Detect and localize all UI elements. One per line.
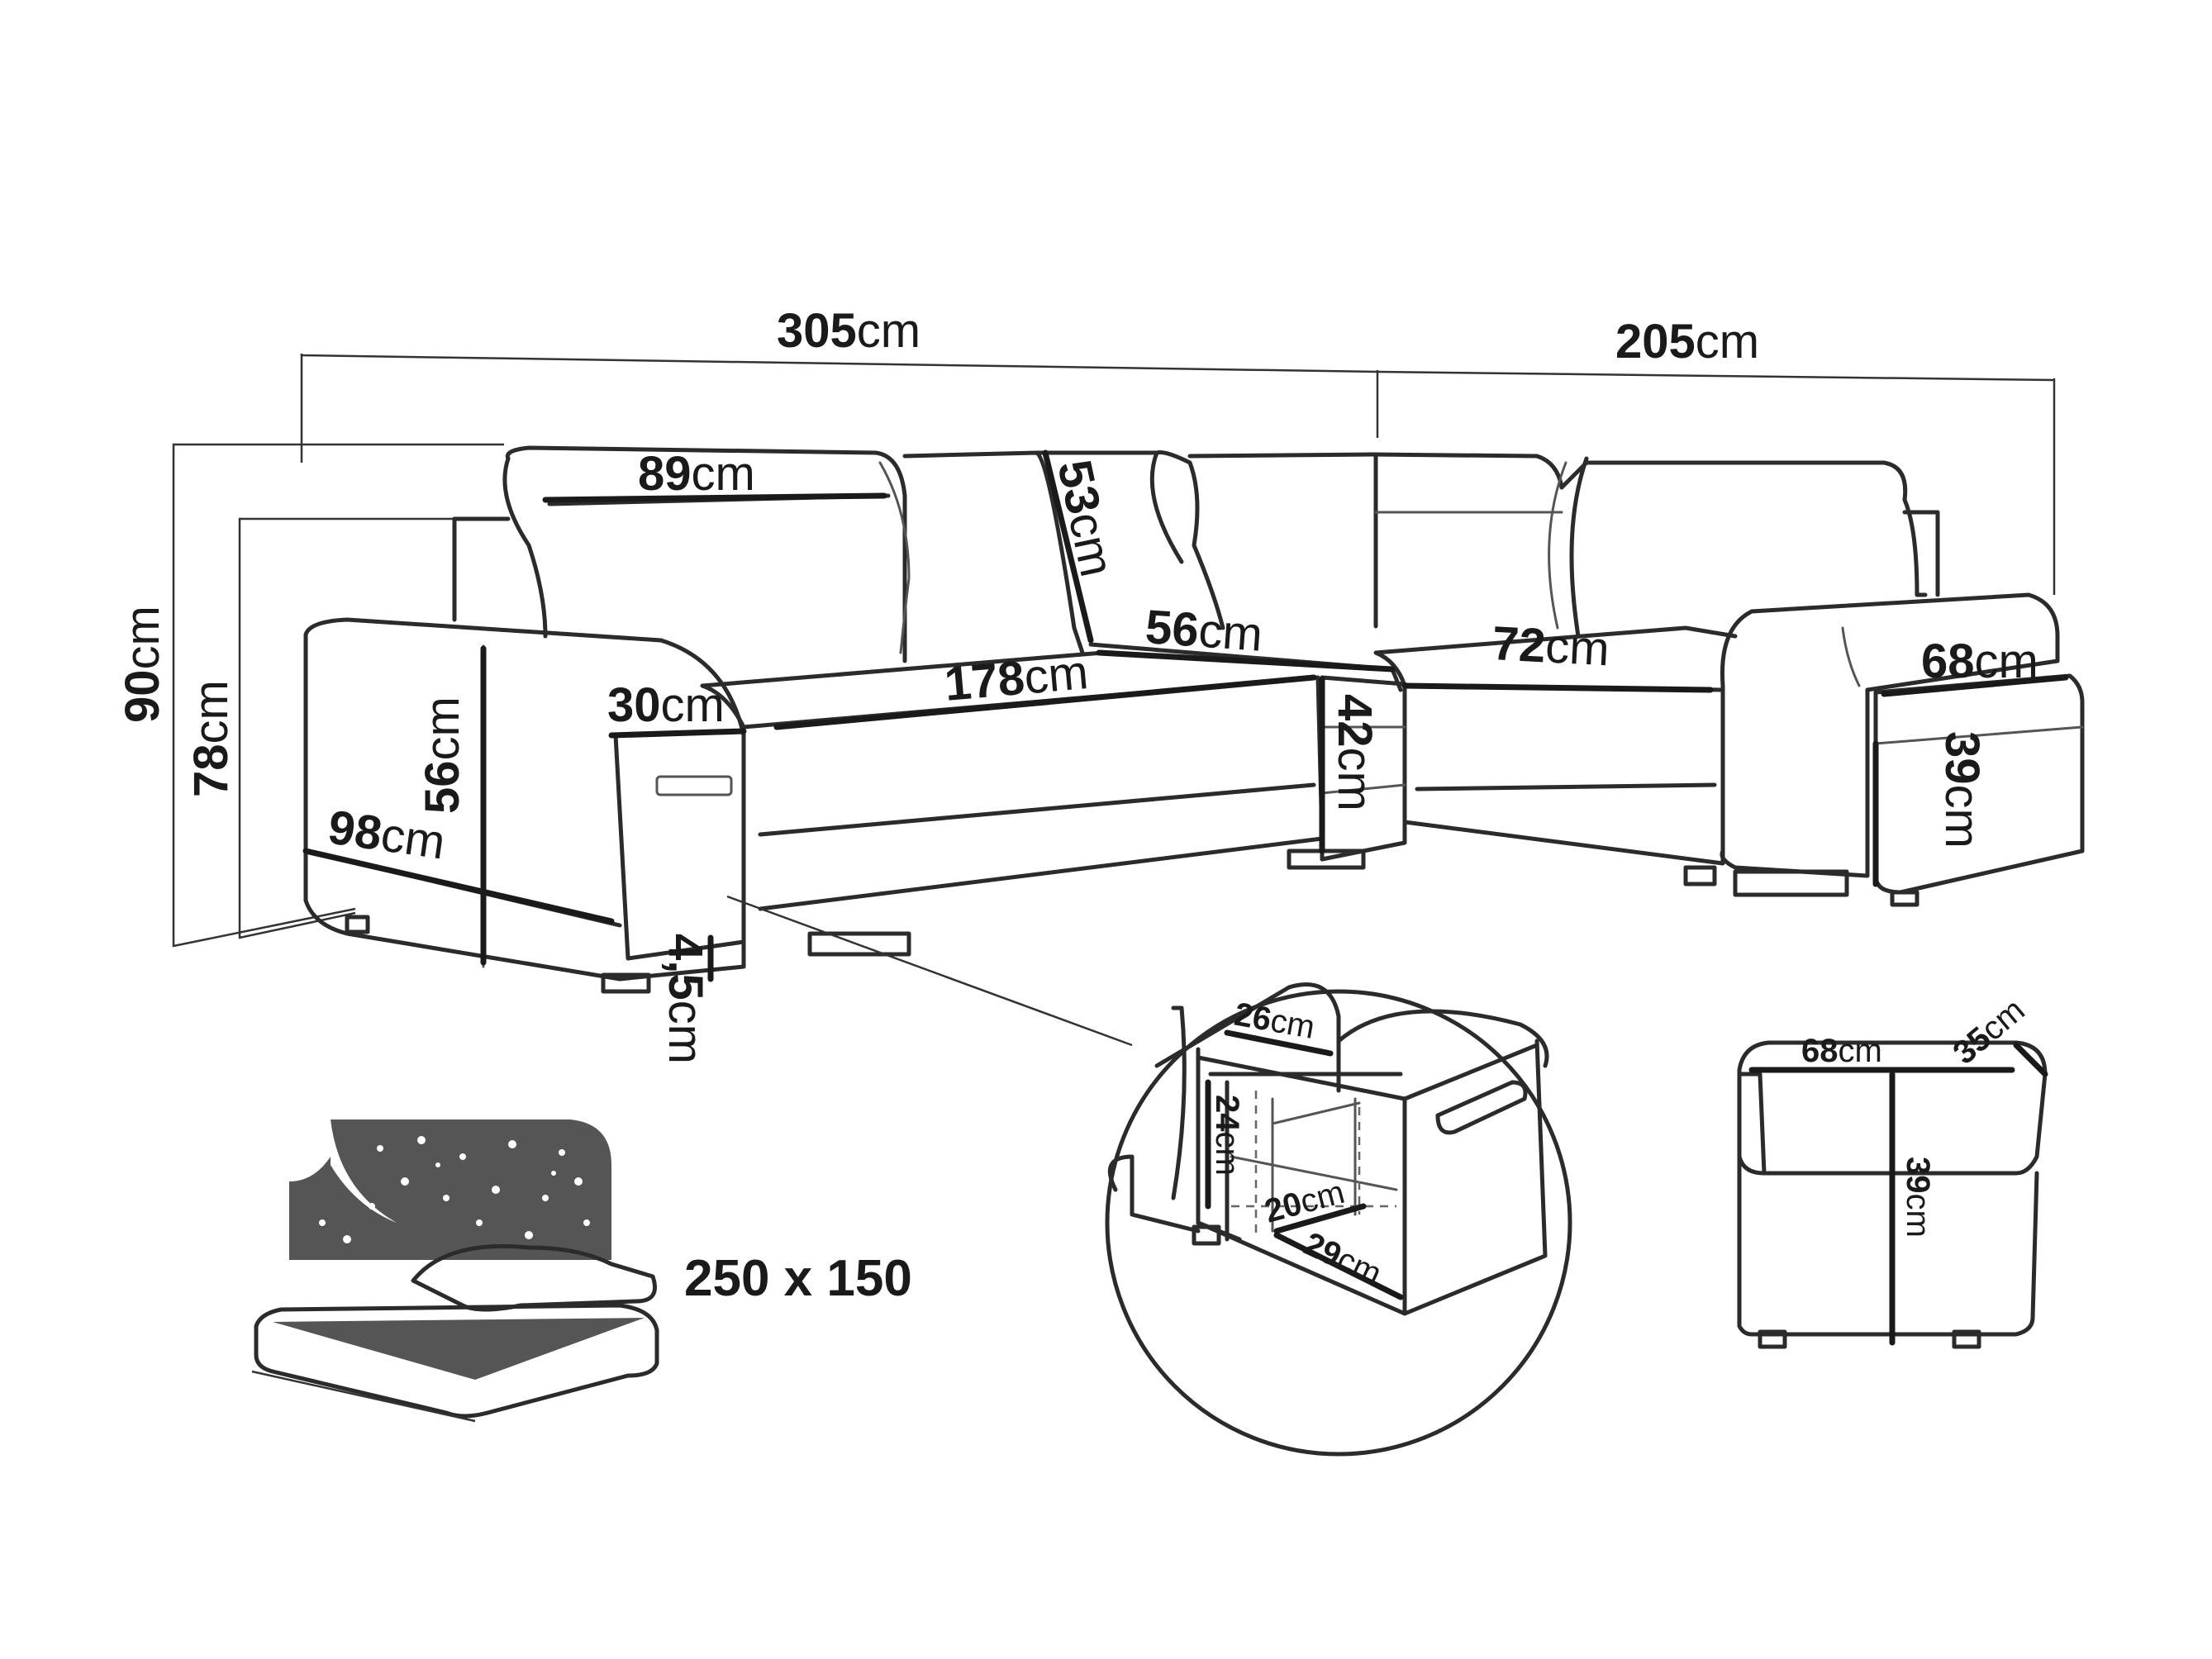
star-pattern [319,1136,590,1243]
label-pouf-width: 68cm [1801,1033,1882,1069]
label-storage-width: 26cm [1231,996,1317,1046]
label-side-depth: 98cm [325,801,449,870]
pouf-drawing [1737,1040,2048,1349]
storage-detail-inset [1105,982,1572,1457]
label-corner-seat-width: 72cm [1491,616,1610,676]
label-seat-section-width: 89cm [638,447,755,501]
label-pouf-depth: 35cm [1947,991,2032,1072]
label-armrest-width: 30cm [607,678,725,732]
label-leg-height: 4,5cm [659,934,712,1064]
bed-icon [251,1119,659,1423]
label-storage-length: 29cm [1298,1225,1387,1292]
label-backrest-height: 78cm [184,680,238,797]
label-backrest-depth: 53cm [1047,455,1124,581]
label-total-height: 90cm [116,606,169,723]
label-seat-height: 42cm [1328,694,1382,811]
label-corner-seat-depth: 56cm [1144,600,1264,662]
label-seat-width: 178cm [942,645,1090,711]
measurement-bars [302,449,2069,982]
label-corner-width: 205cm [1615,315,1759,368]
label-storage-depth: 20cm [1261,1174,1349,1230]
label-pouf-height-top: 39cm [1935,731,1989,849]
corner-sofa-drawing [303,445,2085,1047]
label-total-width: 305cm [777,304,920,358]
label-armrest-height: 56cm [416,696,469,814]
label-pouf-height: 39cm [1900,1157,1936,1238]
label-storage-height: 24cm [1209,1095,1245,1176]
label-pouf-depth-top: 68cm [1921,635,2038,688]
overall-dimension-lines [172,354,2056,948]
dimension-labels: 305cm 205cm 89cm 53cm 90cm 78cm 56cm 30c… [116,304,2038,1307]
label-bed-size: 250 x 150 [684,1250,912,1307]
